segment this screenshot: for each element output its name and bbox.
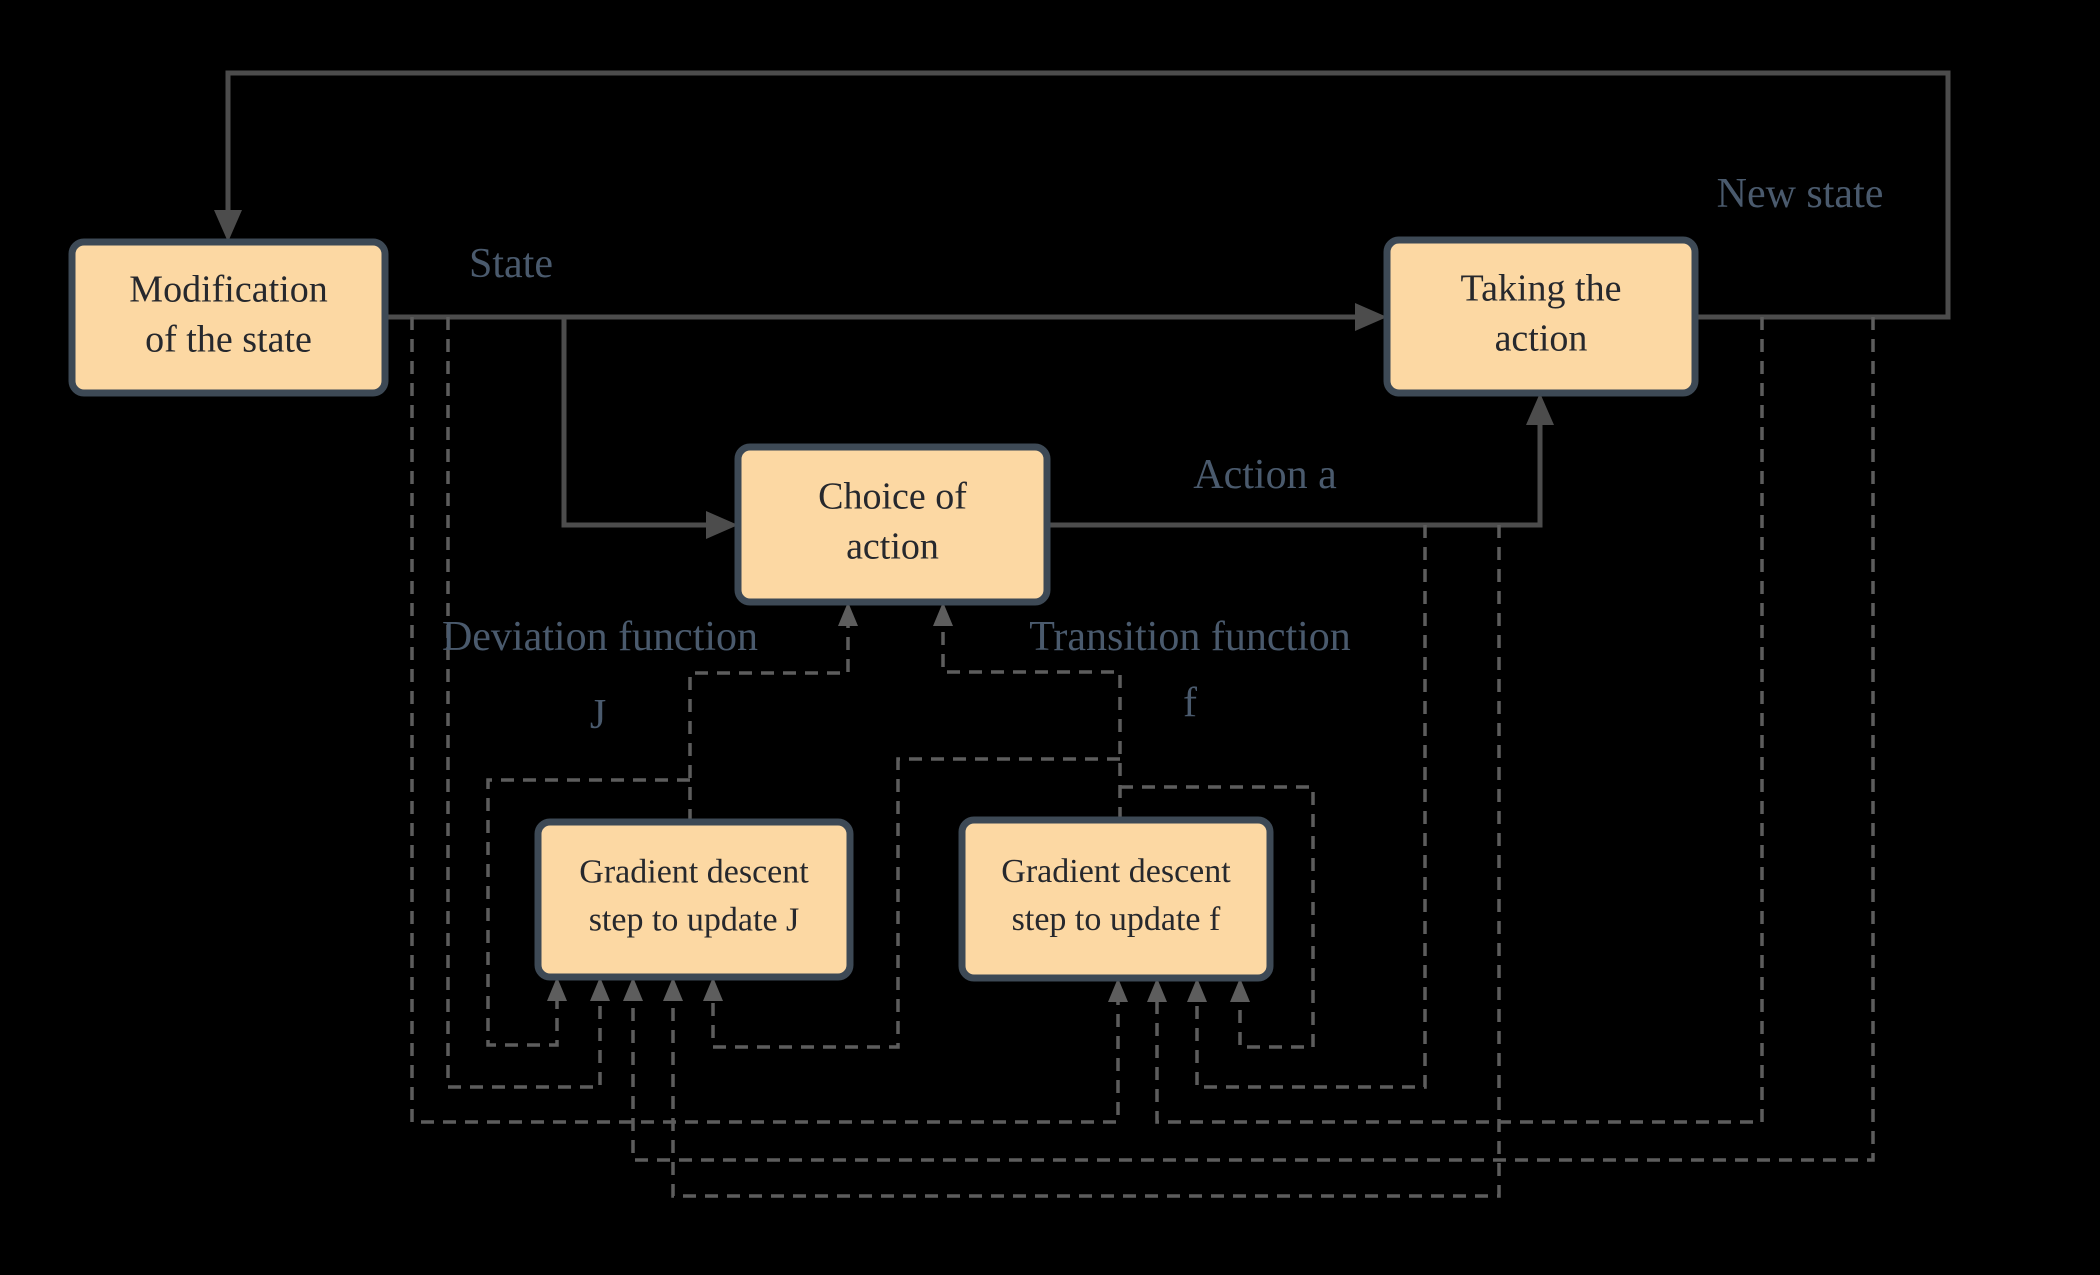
arrowhead-f-to-update-j — [703, 977, 723, 1001]
edge-f-to-update-j — [711, 757, 1120, 1049]
node-label-taking-the-action: Taking the action — [1461, 268, 1622, 360]
arrowhead-new-state-to-modification — [214, 210, 242, 242]
node-label-line: step to update J — [589, 902, 800, 939]
arrowhead-f-to-update-f — [1230, 978, 1250, 1002]
edge-state-to-update-f — [410, 317, 1120, 1124]
edge-j-to-choice-of-action — [688, 626, 850, 822]
arrowhead-new-state-to-update-f — [1147, 978, 1167, 1002]
node-label-gradient-descent-update-f: Gradient descent step to update f — [1001, 853, 1231, 938]
edge-state-to-choice-of-action — [561, 317, 706, 528]
node-label-choice-of-action: Choice of action — [818, 476, 967, 568]
arrowhead-action-to-update-j — [663, 977, 683, 1001]
label-transition-function-symbol: f — [1183, 680, 1197, 726]
edge-new-state-to-modification — [225, 70, 1951, 320]
arrowhead-f-to-choice-of-action — [933, 602, 953, 626]
label-state: State — [469, 241, 553, 287]
edge-state-to-update-j — [446, 317, 602, 1089]
node-label-line: of the state — [145, 319, 312, 361]
node-label-line: step to update f — [1012, 901, 1221, 938]
node-label-line: Choice of — [818, 476, 967, 518]
node-label-line: Gradient descent — [1001, 853, 1231, 890]
arrowhead-state-to-choice-of-action — [706, 511, 738, 539]
edge-f-to-update-f — [1120, 785, 1315, 1049]
node-label-gradient-descent-update-j: Gradient descent step to update J — [579, 854, 809, 939]
edge-j-to-update-j — [486, 778, 690, 1047]
node-gradient-descent-update-j — [534, 818, 854, 981]
arrowhead-j-to-update-j — [547, 977, 567, 1001]
node-label-line: Taking the — [1461, 268, 1622, 310]
label-new-state: New state — [1717, 171, 1884, 217]
arrowhead-state-to-taking-the-action — [1355, 303, 1387, 331]
node-label-line: Modification — [129, 269, 327, 311]
label-action-a: Action a — [1193, 452, 1337, 498]
node-label-line: action — [846, 526, 939, 568]
node-label-line: Gradient descent — [579, 854, 809, 891]
node-label-line: action — [1495, 318, 1588, 360]
arrowhead-new-state-to-update-j — [623, 977, 643, 1001]
node-modification-of-the-state — [68, 238, 389, 397]
node-taking-the-action — [1383, 236, 1699, 397]
edge-action-to-update-j — [671, 525, 1501, 1198]
arrowhead-j-to-choice-of-action — [838, 602, 858, 626]
arrowhead-state-to-update-f — [1108, 978, 1128, 1002]
arrowhead-state-to-update-j — [590, 977, 610, 1001]
label-transition-function: Transition function — [1029, 614, 1351, 660]
label-deviation-function-symbol: J — [590, 692, 606, 738]
node-gradient-descent-update-f — [958, 816, 1274, 982]
arrowhead-action-to-update-f — [1187, 978, 1207, 1002]
edge-f-to-choice-of-action — [941, 626, 1122, 820]
node-choice-of-action — [734, 443, 1051, 606]
label-deviation-function: Deviation function — [442, 614, 758, 660]
edge-new-state-to-update-f — [1155, 317, 1764, 1124]
node-label-modification-of-the-state: Modification of the state — [129, 269, 327, 361]
edge-new-state-to-update-j — [631, 317, 1875, 1162]
arrowhead-action-to-taking-the-action — [1526, 393, 1554, 425]
edge-action-to-taking-the-action — [1047, 425, 1543, 528]
